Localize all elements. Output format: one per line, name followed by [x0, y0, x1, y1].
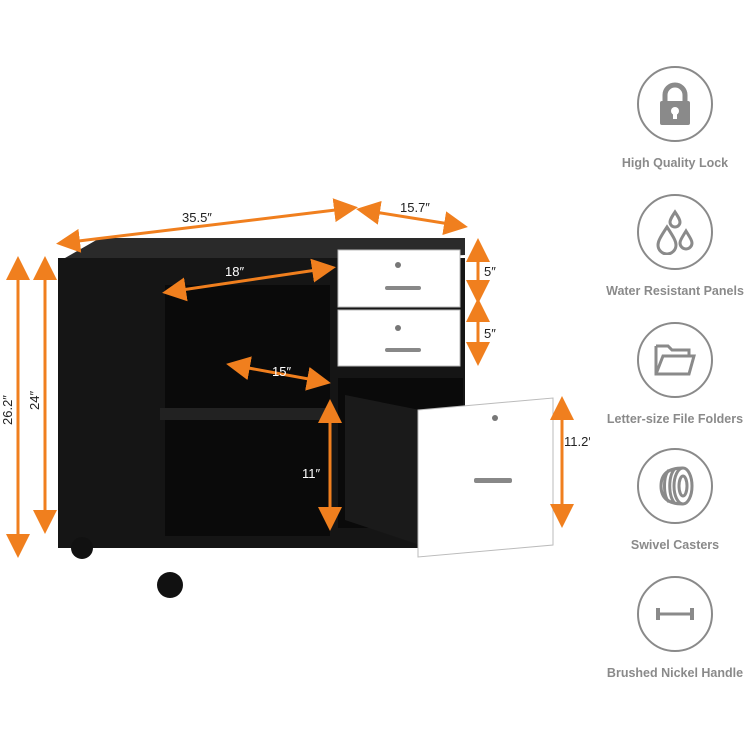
water-drops-icon — [637, 194, 713, 270]
shelf-depth-label: 15″ — [272, 364, 291, 379]
dimension-arrows — [6, 198, 574, 558]
feature-water: Water Resistant Panels — [600, 194, 750, 298]
lock-icon — [637, 66, 713, 142]
total-height-label: 26.2″ — [0, 395, 15, 425]
feature-lock: High Quality Lock — [600, 66, 750, 170]
drawer1-height-label: 5″ — [484, 264, 496, 279]
file-drawer-height-label: 11.2″ — [564, 434, 590, 449]
body-height-label: 24″ — [27, 391, 42, 410]
feature-folder: Letter-size File Folders — [600, 322, 750, 426]
middle-drawer — [337, 309, 461, 367]
file-drawer-open — [345, 395, 554, 558]
feature-label: Water Resistant Panels — [606, 284, 744, 298]
feature-label: Letter-size File Folders — [606, 412, 744, 426]
feature-casters: Swivel Casters — [600, 448, 750, 552]
caster-wheel-icon — [637, 448, 713, 524]
dimension-labels: 35.5″ 15.7″ 18″ 15″ 26.2″ 24″ 5″ 5″ 11″ … — [0, 200, 590, 481]
width-label: 35.5″ — [182, 210, 212, 225]
casters — [71, 537, 183, 598]
handle-icon — [637, 576, 713, 652]
top-drawer — [337, 249, 461, 308]
feature-label: Swivel Casters — [630, 538, 720, 552]
shelf-height-label: 11″ — [302, 466, 320, 481]
feature-handle: Brushed Nickel Handle — [600, 576, 750, 680]
feature-label: Brushed Nickel Handle — [606, 666, 744, 680]
folder-icon — [637, 322, 713, 398]
cabinet-product-image: 35.5″ 15.7″ 18″ 15″ 26.2″ 24″ 5″ 5″ 11″ … — [0, 198, 590, 598]
drawer2-height-label: 5″ — [484, 326, 496, 341]
depth-label: 15.7″ — [400, 200, 430, 215]
shelf-width-label: 18″ — [225, 264, 244, 279]
feature-label: High Quality Lock — [621, 156, 729, 170]
